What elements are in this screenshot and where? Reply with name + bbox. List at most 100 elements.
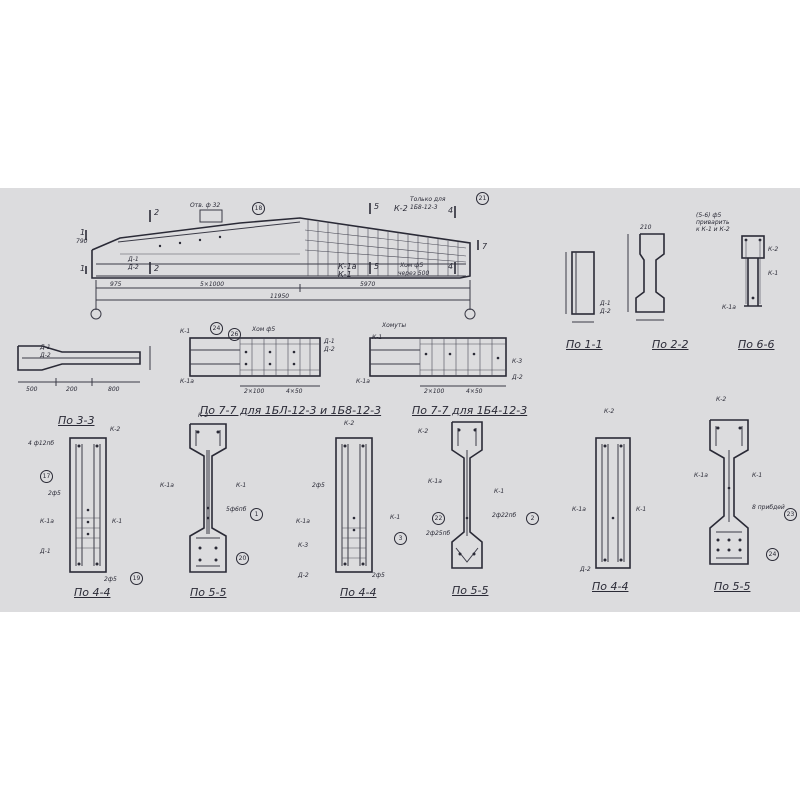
- elev-k1a-label: К-1а: [338, 262, 357, 271]
- s66-k1: К-1: [768, 270, 779, 277]
- cut-5-bottom: 5: [374, 262, 380, 271]
- caption-section-4-4a: По 4-4: [74, 586, 111, 599]
- s77b-k1: К-1: [372, 334, 383, 341]
- s55c-rodb: 8 прибдей: [752, 504, 785, 511]
- s55b-k2: К-2: [418, 428, 429, 435]
- s77b-k3: К-3: [512, 358, 523, 365]
- s77a-d4x50: 4×50: [286, 388, 303, 395]
- elev-step-label: через 500: [398, 270, 430, 277]
- s44c-d2: Д-2: [580, 566, 591, 573]
- marker-24b: 24: [766, 548, 779, 561]
- s44b-rod: 2ф5: [312, 482, 325, 489]
- section-5-5a-shape: [189, 423, 227, 573]
- caption-section-6-6: По 6-6: [738, 338, 775, 351]
- s66-k2: К-2: [768, 246, 779, 253]
- s33-d1: Д-1: [40, 344, 51, 351]
- s66-note1: (5-6) ф5: [696, 212, 722, 219]
- marker-20: 20: [236, 552, 249, 565]
- drawing-canvas: [17, 203, 765, 573]
- elev-k2-label: К-2: [394, 204, 408, 213]
- s55c-k1: К-1: [752, 472, 763, 479]
- section-6-6-shape: [741, 235, 765, 307]
- section-7-7a-shape: [189, 337, 321, 387]
- s22-dim210: 210: [640, 224, 652, 231]
- s77b-d4x50: 4×50: [466, 388, 483, 395]
- s55a-n5x5: 5ф6пб: [226, 506, 247, 513]
- s44a-rod: 2ф5: [48, 490, 61, 497]
- marker-3: 3: [394, 532, 407, 545]
- cut-1-top: 1: [80, 228, 86, 237]
- s44c-k1: К-1: [636, 506, 647, 513]
- s44a-k2: К-2: [110, 426, 121, 433]
- hole-label: Отв. ф 32: [190, 202, 221, 209]
- marker-2: 2: [526, 512, 539, 525]
- section-4-4b-shape: [335, 437, 373, 573]
- elev-end-dim: 975: [110, 281, 122, 288]
- s55c-k1a: К-1а: [694, 472, 708, 479]
- s77a-d2x100: 2×100: [244, 388, 265, 395]
- s55a-k2: К-2: [198, 412, 209, 419]
- marker-23: 23: [784, 508, 797, 521]
- s77a-k1: К-1: [180, 328, 191, 335]
- s66-k1a: К-1а: [722, 304, 736, 311]
- s55b-k1: К-1: [494, 488, 505, 495]
- s33-d200: 200: [66, 386, 78, 393]
- caption-section-4-4b: По 4-4: [340, 586, 377, 599]
- s44a-rod2: 2ф5: [104, 576, 117, 583]
- cut-1-bottom: 1: [80, 264, 86, 273]
- elev-d1-label: Д-1: [128, 256, 139, 263]
- elev-right-dim: 5970: [360, 281, 376, 288]
- caption-section-5-5a: По 5-5: [190, 586, 227, 599]
- s77a-k1a: К-1а: [180, 378, 194, 385]
- caption-section-5-5b: По 5-5: [452, 584, 489, 597]
- s55c-k2: К-2: [716, 396, 727, 403]
- s44b-rod2: 2ф5: [372, 572, 385, 579]
- s55b-rods22: 2ф22пб: [492, 512, 517, 519]
- marker-26: 26: [228, 328, 241, 341]
- section-4-4a-shape: [69, 437, 107, 573]
- s44c-k2: К-2: [604, 408, 615, 415]
- s55b-rods25: 2ф25пб: [426, 530, 451, 537]
- only-for-label: Только для: [410, 196, 446, 203]
- marker-19: 19: [130, 572, 143, 585]
- caption-section-2-2: По 2-2: [652, 338, 689, 351]
- caption-section-5-5c: По 5-5: [714, 580, 751, 593]
- section-5-5b-shape: [451, 421, 483, 569]
- s11-d2: Д-2: [600, 308, 611, 315]
- s44a-k1: К-1: [112, 518, 123, 525]
- section-3-3-shape: [17, 345, 151, 386]
- drawing-sheet: Только для 1Б8-12-3 Отв. ф 32 К-2 К-1а К…: [0, 188, 800, 612]
- s44b-k1a: К-1а: [296, 518, 310, 525]
- s33-d2: Д-2: [40, 352, 51, 359]
- s77b-homs: Хомуты: [382, 322, 407, 329]
- cut-2-top: 2: [154, 208, 160, 217]
- cut-4-top: 4: [448, 206, 454, 215]
- caption-section-1-1: По 1-1: [566, 338, 603, 351]
- caption-section-3-3: По 3-3: [58, 414, 95, 427]
- marker-18: 18: [252, 202, 265, 215]
- s11-d1: Д-1: [600, 300, 611, 307]
- only-for-mark: 1Б8-12-3: [410, 204, 438, 211]
- marker-21: 21: [476, 192, 489, 205]
- s44a-k1a: К-1а: [40, 518, 54, 525]
- s66-note2: приварить: [696, 219, 730, 226]
- marker-22: 22: [432, 512, 445, 525]
- s55a-k1a: К-1а: [160, 482, 174, 489]
- cut-5-top: 5: [374, 202, 380, 211]
- caption-section-7-7b: По 7-7 для 1Б4-12-3: [412, 404, 528, 417]
- cut-4-bottom: 4: [448, 262, 454, 271]
- elev-height-dim: 790: [76, 238, 88, 245]
- s66-note3: к К-1 и К-2: [696, 226, 730, 233]
- marker-17: 17: [40, 470, 53, 483]
- s44a-n4: 4 ф12пб: [28, 440, 55, 447]
- s44c-k1a: К-1а: [572, 506, 586, 513]
- s77b-k1a: К-1а: [356, 378, 370, 385]
- s77a-d1: Д-1: [324, 338, 335, 345]
- s33-d500: 500: [26, 386, 38, 393]
- marker-24: 24: [210, 322, 223, 335]
- section-5-5c-shape: [709, 419, 749, 565]
- caption-section-7-7a: По 7-7 для 1БЛ-12-3 и 1Б8-12-3: [200, 404, 382, 417]
- elev-k1-label: К-1: [338, 270, 352, 279]
- s44a-d1: Д-1: [40, 548, 51, 555]
- s33-d800: 800: [108, 386, 120, 393]
